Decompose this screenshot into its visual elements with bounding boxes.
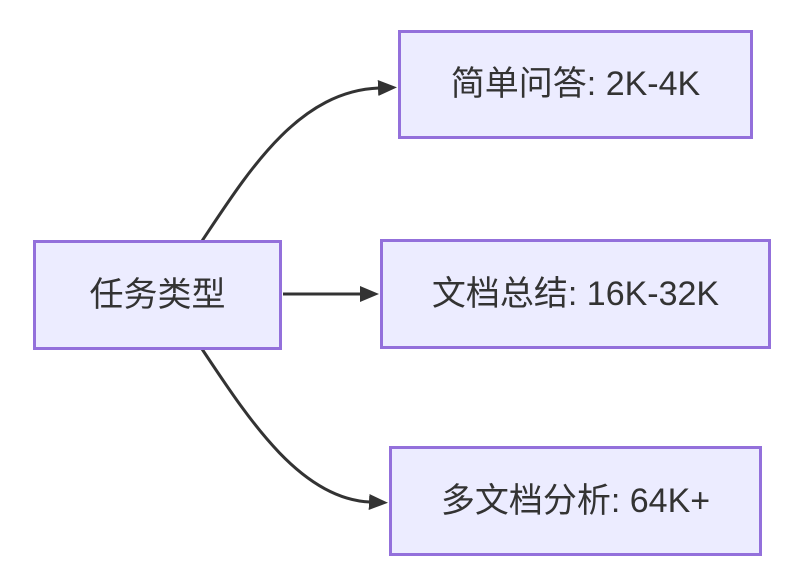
node-doc-summary-label: 文档总结: 16K-32K	[431, 274, 720, 313]
node-multidoc-analysis-label: 多文档分析: 64K+	[440, 481, 711, 520]
node-task-type: 任务类型	[33, 240, 282, 350]
edge-task-to-qa	[200, 80, 397, 242]
node-simple-qa: 简单问答: 2K-4K	[398, 30, 753, 139]
edge-task-to-multidoc	[200, 348, 388, 510]
node-simple-qa-label: 简单问答: 2K-4K	[450, 65, 701, 104]
node-multidoc-analysis: 多文档分析: 64K+	[389, 446, 762, 556]
node-task-type-label: 任务类型	[89, 275, 226, 314]
node-doc-summary: 文档总结: 16K-32K	[380, 239, 771, 349]
